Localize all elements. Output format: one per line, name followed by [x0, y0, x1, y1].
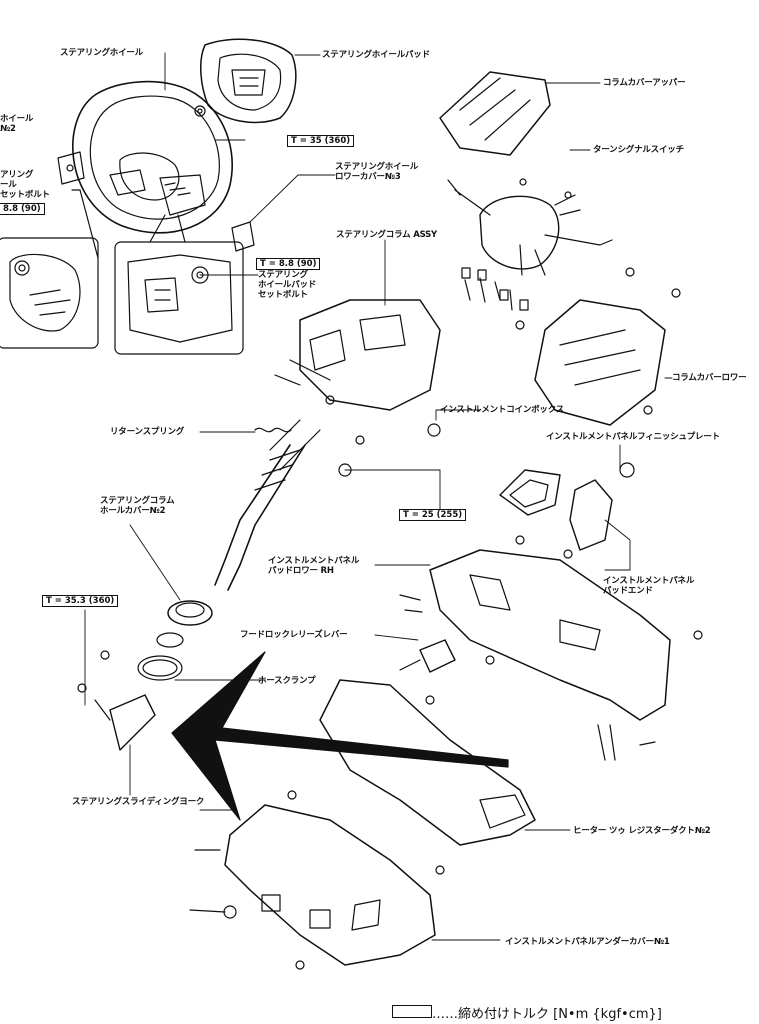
label-turn-signal-switch: ターンシグナルスイッチ [593, 145, 684, 155]
legend-box [392, 1005, 432, 1018]
connectors-drawing [461, 267, 681, 330]
wheel-cover-clip-drawing [57, 151, 85, 185]
column-cover-upper-drawing [439, 71, 551, 156]
label-left-pad-set-bolt: アリング ール セットボルト [0, 170, 50, 200]
label-wheel-lower-cover: ステアリングホイール ロワーカバー№3 [335, 162, 419, 182]
label-steering-wheel: ステアリングホイール [60, 48, 144, 58]
label-wheel-pad-set-bolt: ステアリング ホイールパッド セットボルト [258, 270, 317, 300]
heater-duct-drawing [319, 679, 536, 846]
steering-column-drawing [214, 299, 441, 591]
label-coin-box: インストルメントコインボックス [440, 405, 565, 415]
label-return-spring: リターンスプリング [110, 427, 185, 437]
label-steering-wheel-pad: ステアリングホイールパッド [322, 50, 430, 60]
legend-text: ……締め付けトルク [N•m {kgf•cm}] [432, 1007, 662, 1022]
return-spring-drawing [254, 427, 292, 433]
direction-arrow [171, 651, 509, 821]
label-sliding-yoke: ステアリングスライディングヨーク [72, 797, 205, 807]
coin-box-drawing [499, 469, 561, 516]
torque-t1: T = 35 (360) [287, 135, 355, 147]
label-under-cover: インストルメントパネルアンダーカバー№1 [505, 937, 670, 947]
under-cover-drawing [189, 790, 445, 970]
detail-view-left [0, 189, 99, 349]
label-column-hole-cover: ステアリングコラム ホールカバー№2 [100, 496, 175, 516]
leader-lines [84, 52, 673, 941]
label-left-wheel-cover: ホイール №2 [0, 114, 34, 134]
finish-plate-drawing [569, 462, 635, 551]
label-hose-clamp: ホースクランプ [258, 676, 316, 686]
torque-t5: 8.8 (90) [0, 203, 45, 215]
label-panel-pad-end: インストルメントパネル パッドエンド [603, 576, 695, 596]
label-finish-plate: インストルメントパネルフィニッシュプレート [546, 432, 720, 442]
turn-signal-switch-drawing [447, 178, 613, 276]
wheel-pad-drawing [194, 38, 297, 124]
label-steering-column-assy: ステアリングコラム ASSY [336, 230, 438, 240]
lower-cover-drawing [231, 221, 255, 252]
sliding-yoke-drawing [77, 650, 156, 751]
panel-pad-lower-drawing [429, 535, 703, 721]
hole-cover-drawing [137, 600, 213, 681]
panel-clips-drawing [399, 594, 423, 613]
torque-t3: T = 25 (255) [399, 509, 467, 521]
hood-lock-lever-drawing [399, 639, 456, 705]
detail-view-right [114, 214, 244, 355]
steering-wheel-drawing [72, 80, 233, 234]
label-column-cover-lower: コラムカバーロワー [672, 373, 747, 383]
label-hood-lock-release: フードロックレリーズレバー [240, 630, 348, 640]
panel-wiring-drawing [597, 724, 656, 761]
label-panel-pad-lower-rh: インストルメントパネル パッドロワー RH [268, 556, 360, 576]
torque-t2: T = 8.8 (90) [256, 258, 321, 270]
label-heater-duct: ヒーター ツゥ レジスターダクト№2 [573, 826, 711, 836]
label-column-cover-upper: コラムカバーアッパー [603, 78, 686, 88]
torque-t4: T = 35.3 (360) [42, 595, 119, 607]
column-cover-lower-drawing [534, 299, 666, 426]
